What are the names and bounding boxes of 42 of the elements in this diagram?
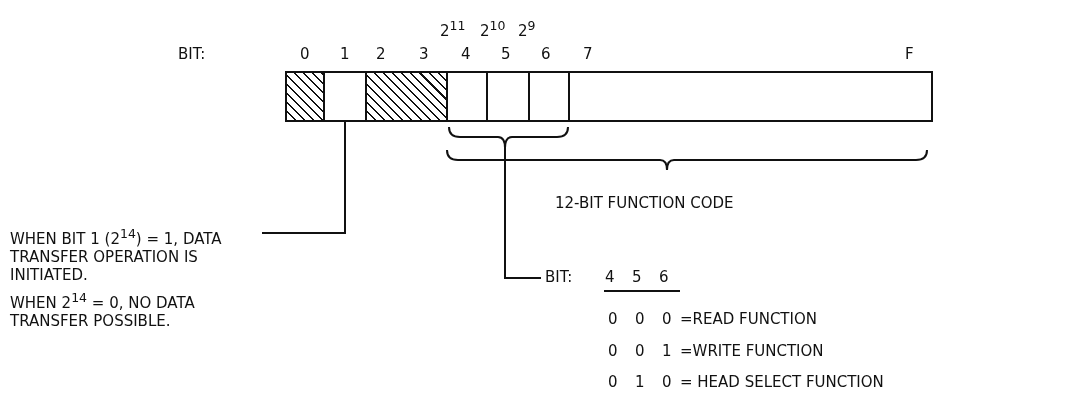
- leader-line: [504, 147, 542, 279]
- bracket: [448, 126, 569, 149]
- bit-number: 2: [376, 45, 386, 63]
- field-caption: 12-BIT FUNCTION CODE: [555, 194, 734, 212]
- bit-heading: BIT:: [178, 45, 206, 63]
- table-digit: 1: [662, 342, 672, 360]
- power-label: 2$^{10}$: [480, 18, 506, 40]
- bit-number: 5: [501, 45, 511, 63]
- table-digit: 0: [608, 373, 618, 391]
- bit-number: 4: [461, 45, 471, 63]
- hatched-register-field: [365, 71, 448, 122]
- table-digit: 0: [662, 310, 672, 328]
- function-description: =READ FUNCTION: [680, 310, 817, 328]
- bit-number: 1: [340, 45, 350, 63]
- note-text: WHEN BIT 1 (2$^{14}$) = 1, DATA TRANSFER OPERATION IS INITIATED.: [10, 226, 223, 284]
- bit-label: BIT:: [545, 268, 573, 286]
- table-digit: 0: [662, 373, 672, 391]
- bit-number: 6: [541, 45, 551, 63]
- table-digit: 4: [605, 268, 615, 286]
- leader-line: [261, 121, 346, 234]
- power-label: 2$^{9}$: [518, 18, 536, 40]
- function-description: =WRITE FUNCTION: [680, 342, 824, 360]
- bit-number: 3: [419, 45, 429, 63]
- table-digit: 6: [659, 268, 669, 286]
- bit-number: F: [905, 45, 914, 63]
- power-label: 2$^{11}$: [440, 18, 466, 40]
- register-field: [528, 71, 570, 122]
- table-digit: 5: [632, 268, 642, 286]
- bit-number: 7: [583, 45, 593, 63]
- register-field: [486, 71, 530, 122]
- hatched-register-field: [285, 71, 325, 122]
- table-digit: 0: [635, 310, 645, 328]
- register-field: [568, 71, 933, 122]
- register-field: [323, 71, 367, 122]
- function-description: = HEAD SELECT FUNCTION: [680, 373, 884, 391]
- table-digit: 1: [635, 373, 645, 391]
- register-field: [446, 71, 488, 122]
- note-text: WHEN 2$^{14}$ = 0, NO DATA TRANSFER POSSIBLE.: [10, 290, 196, 330]
- table-digit: 0: [608, 310, 618, 328]
- table-digit: 0: [608, 342, 618, 360]
- bit-number: 0: [300, 45, 310, 63]
- table-digit: 0: [635, 342, 645, 360]
